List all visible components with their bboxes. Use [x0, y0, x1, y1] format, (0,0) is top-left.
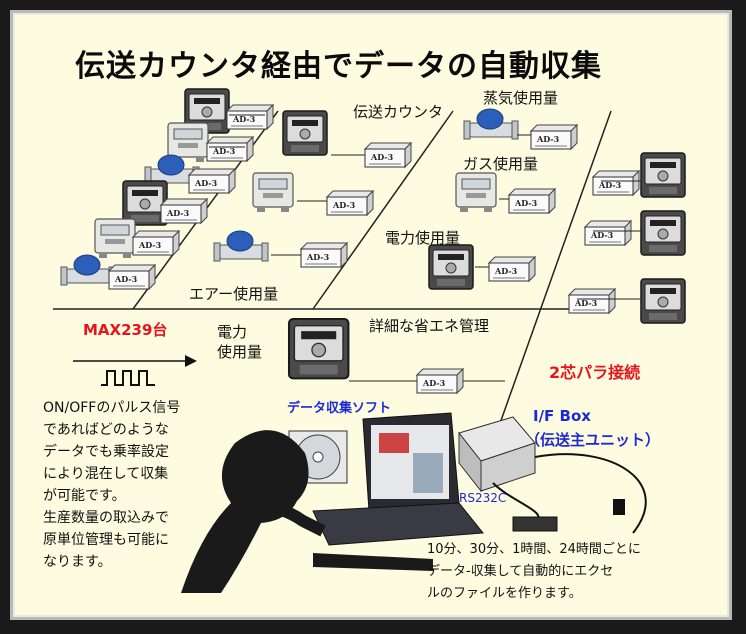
diagram-graphics: AD-3 — [53, 88, 686, 593]
schedule-line: データ-収集して自動的にエクセ — [427, 564, 614, 579]
label-if-box: I/F Box — [533, 407, 591, 425]
label-air-usage: エアー使用量 — [189, 285, 279, 303]
label-main-unit: （伝送主ユニット） — [525, 431, 661, 449]
label-gas-usage: ガス使用量 — [463, 155, 539, 173]
schedule-line: 10分、30分、1時間、24時間ごとに — [427, 542, 641, 557]
description-line: 生産数量の取込みで — [43, 510, 169, 526]
description-line: により混在して収集 — [43, 466, 169, 482]
diagram-panel: AD-3 — [10, 10, 732, 620]
label-power-lower-2: 使用量 — [217, 343, 263, 361]
label-transmission-counter: 伝送カウンタ — [353, 103, 444, 121]
label-max-units: MAX239台 — [83, 321, 168, 339]
description-line: 原単位管理も可能に — [43, 532, 169, 548]
diagram-title: 伝送カウンタ経由でデータの自動収集 — [75, 49, 602, 84]
label-steam-usage: 蒸気使用量 — [483, 89, 559, 107]
description-line: データでも乗率設定 — [43, 444, 169, 460]
description-block: ON/OFFのパルス信号 であればどのような データでも乗率設定 により混在して… — [43, 397, 180, 573]
label-data-software: データ収集ソフト — [287, 401, 392, 416]
label-detailed-energy: 詳細な省エネ管理 — [369, 317, 490, 335]
label-two-wire: 2芯パラ接続 — [549, 363, 641, 382]
description-line: が可能です。 — [43, 488, 126, 504]
label-power-usage-top: 電力使用量 — [385, 229, 461, 247]
label-power-lower-1: 電力 — [217, 323, 248, 341]
schedule-block: 10分、30分、1時間、24時間ごとに データ-収集して自動的にエクセ ルのファ… — [427, 539, 641, 605]
description-line: ON/OFFのパルス信号 — [43, 400, 181, 416]
description-line: なります。 — [43, 554, 112, 570]
schedule-line: ルのファイルを作ります。 — [427, 586, 582, 601]
description-line: であればどのような — [43, 422, 169, 438]
label-rs232c: RS232C — [459, 491, 507, 505]
